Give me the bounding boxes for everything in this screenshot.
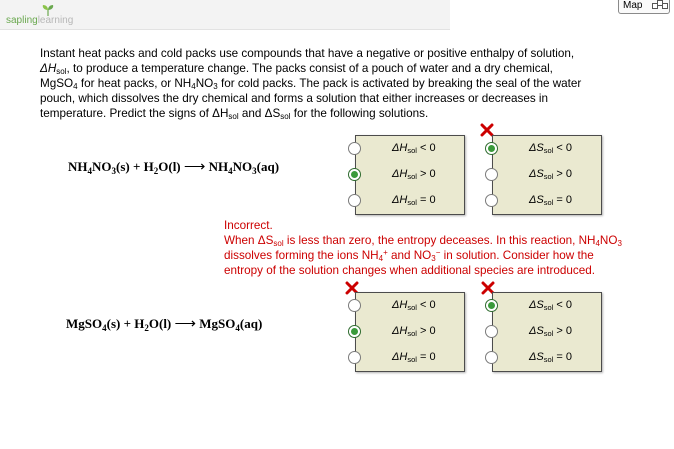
- entropy-option-positive[interactable]: ΔSsol > 0: [485, 166, 603, 184]
- logo-text: saplinglearning: [6, 15, 74, 26]
- map-label: Map: [623, 0, 643, 11]
- enthalpy-option-negative[interactable]: ΔHsol < 0: [348, 140, 466, 158]
- map-square-icon: [662, 3, 668, 9]
- radio-button-selected[interactable]: [348, 325, 361, 338]
- enthalpy-option-negative[interactable]: ΔHsol < 0: [348, 297, 466, 315]
- reaction-arrow: ⟶: [183, 159, 206, 175]
- incorrect-x-icon: [345, 281, 359, 295]
- entropy-option-positive[interactable]: ΔSsol > 0: [485, 323, 603, 341]
- reaction-2-equation: MgSO4(s) + H2O(l) ⟶ MgSO4(aq): [66, 316, 263, 333]
- radio-button[interactable]: [348, 299, 361, 312]
- entropy-option-zero[interactable]: ΔSsol = 0: [485, 349, 603, 367]
- incorrect-x-icon: [481, 281, 495, 295]
- entropy-option-negative[interactable]: ΔSsol < 0: [485, 140, 603, 158]
- radio-button-selected[interactable]: [485, 299, 498, 312]
- radio-button-selected[interactable]: [485, 142, 498, 155]
- entropy-option-negative[interactable]: ΔSsol < 0: [485, 297, 603, 315]
- radio-button[interactable]: [485, 168, 498, 181]
- leaf-icon: [42, 5, 54, 16]
- feedback-title: Incorrect.: [224, 219, 273, 232]
- enthalpy-option-zero[interactable]: ΔHsol = 0: [348, 349, 466, 367]
- radio-button[interactable]: [348, 194, 361, 207]
- question-text: Instant heat packs and cold packs use co…: [40, 47, 582, 121]
- enthalpy-option-zero[interactable]: ΔHsol = 0: [348, 192, 466, 210]
- radio-button-selected[interactable]: [348, 168, 361, 181]
- sapling-learning-logo: saplinglearning: [6, 4, 96, 28]
- radio-button[interactable]: [485, 325, 498, 338]
- incorrect-x-icon: [480, 123, 494, 137]
- reaction-1-enthalpy-group: ΔHsol < 0 ΔHsol > 0 ΔHsol = 0: [348, 135, 466, 215]
- reaction-arrow: ⟶: [174, 316, 197, 332]
- header-bar: saplinglearning: [0, 0, 450, 30]
- reaction-2-enthalpy-group: ΔHsol < 0 ΔHsol > 0 ΔHsol = 0: [348, 292, 466, 372]
- enthalpy-option-positive[interactable]: ΔHsol > 0: [348, 166, 466, 184]
- feedback-message: Incorrect. When ΔSsol is less than zero,…: [224, 218, 654, 278]
- map-square-icon: [652, 3, 658, 9]
- radio-button[interactable]: [348, 142, 361, 155]
- entropy-option-zero[interactable]: ΔSsol = 0: [485, 192, 603, 210]
- reaction-2-entropy-group: ΔSsol < 0 ΔSsol > 0 ΔSsol = 0: [485, 292, 603, 372]
- enthalpy-option-positive[interactable]: ΔHsol > 0: [348, 323, 466, 341]
- reaction-1-entropy-group: ΔSsol < 0 ΔSsol > 0 ΔSsol = 0: [485, 135, 603, 215]
- reaction-1-equation: NH4NO3(s) + H2O(l) ⟶ NH4NO3(aq): [68, 159, 280, 176]
- radio-button[interactable]: [348, 351, 361, 364]
- radio-button[interactable]: [485, 194, 498, 207]
- radio-button[interactable]: [485, 351, 498, 364]
- map-button[interactable]: Map: [618, 0, 670, 14]
